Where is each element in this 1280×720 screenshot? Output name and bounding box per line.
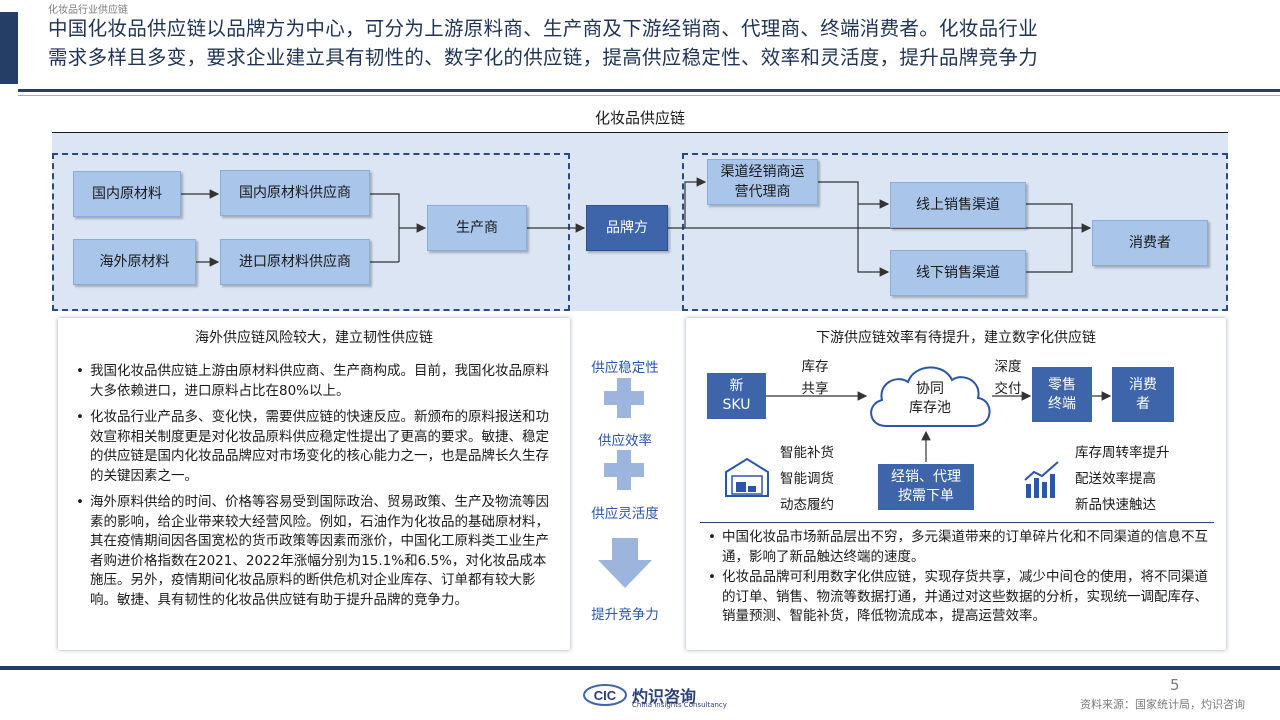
inventory-share-line-1: 库存 bbox=[801, 359, 829, 375]
page-number: 5 bbox=[1170, 676, 1180, 694]
retail-line-2: 终端 bbox=[1048, 395, 1076, 412]
node-channel-distributor: 渠道经销商运营代理商 bbox=[707, 159, 818, 205]
source-note: 资料来源：国家统计局，灼识咨询 bbox=[1080, 698, 1245, 711]
upstream-panel-title: 海外供应链风险较大，建立韧性供应链 bbox=[195, 330, 433, 346]
new-sku-line-1: 新 bbox=[729, 378, 744, 394]
upstream-bullet-3: •海外原料供给的时间、价格等容易受到国际政治、贸易政策、生产及物流等因素的影响，… bbox=[76, 494, 549, 608]
deep-delivery-line-2: 交付 bbox=[994, 381, 1022, 397]
upstream-bullet-2: •化妆品行业产品多、变化快，需要供应链的快速反应。新颁布的原料报送和功效宣称相关… bbox=[76, 409, 549, 484]
footer-rule bbox=[0, 666, 1280, 670]
downstream-bullet-1: •中国化妆品市场新品层出不穷，多元渠道带来的订单碎片化和不同渠道的信息不互通，影… bbox=[708, 529, 1208, 565]
inventory-pool-label: 协同库存池 bbox=[880, 380, 980, 418]
arrow-down-icon bbox=[598, 538, 652, 588]
kpi-item: 新品快速触达 bbox=[1075, 497, 1156, 513]
new-sku-line-2: SKU bbox=[722, 397, 751, 413]
node-online-channel: 线上销售渠道 bbox=[890, 182, 1026, 228]
downstream-bullet-2-text: 化妆品品牌可利用数字化供应链，实现存货共享，减少中间仓的使用，将不同渠道的订单、… bbox=[722, 569, 1208, 624]
arrow-brand-to-distributor bbox=[684, 177, 707, 228]
page-title: 中国化妆品供应链以品牌方为中心，可分为上游原料商、生产商及下游经销商、代理商、终… bbox=[48, 14, 1268, 72]
on-demand-order-box: 经销、代理按需下单 bbox=[878, 464, 974, 510]
header-rule-thin bbox=[18, 95, 1280, 96]
logo-name: 灼识咨询 bbox=[632, 687, 697, 706]
logo-subtitle: China Insights Consultancy bbox=[632, 701, 727, 709]
end-consumer-line-2: 者 bbox=[1136, 395, 1150, 412]
warehouse-icon bbox=[725, 457, 769, 497]
page-title-line-2: 需求多样且多变，要求企业建立具有韧性的、数字化的供应链，提高供应稳定性、效率和灵… bbox=[48, 46, 1039, 69]
label-supply-flexibility: 供应灵活度 bbox=[591, 506, 659, 522]
logo-mark: CIC bbox=[594, 688, 617, 703]
header-rule bbox=[18, 89, 1280, 92]
upstream-panel bbox=[58, 318, 570, 650]
downstream-group bbox=[682, 153, 1228, 311]
deep-delivery-line-1: 深度 bbox=[994, 359, 1022, 375]
end-consumer-line-1: 消费 bbox=[1129, 376, 1157, 393]
upstream-bullet-3-text: 海外原料供给的时间、价格等容易受到国际政治、贸易政策、生产及物流等因素的影响，给… bbox=[90, 494, 549, 608]
inventory-share-label: 库存共享 bbox=[795, 356, 835, 400]
diagram-title: 化妆品供应链 bbox=[594, 109, 685, 127]
on-demand-order-line-1: 经销、代理 bbox=[891, 469, 961, 485]
growth-chart-icon bbox=[1024, 461, 1059, 498]
panel-divider bbox=[700, 522, 1214, 523]
kpi-list: 库存周转率提升 配送效率提高 新品快速触达 bbox=[1075, 440, 1205, 518]
warehouse-item: 智能补货 bbox=[780, 445, 834, 461]
inventory-pool-line-2: 库存池 bbox=[909, 400, 951, 416]
plus-icon bbox=[604, 378, 644, 418]
arrow-distributor-to-online bbox=[818, 181, 890, 209]
inventory-share-line-2: 共享 bbox=[801, 381, 829, 397]
end-consumer-box: 消费者 bbox=[1112, 367, 1174, 422]
section-label: 化妆品行业供应链 bbox=[48, 5, 128, 16]
arrow-suppliers-to-producer bbox=[370, 193, 425, 263]
node-brand: 品牌方 bbox=[586, 205, 668, 251]
upstream-bullet-1-text: 我国化妆品供应链上游由原材料供应商、生产商构成。目前，我国化妆品原料大多依赖进口… bbox=[90, 363, 549, 399]
upstream-group bbox=[52, 153, 570, 311]
downstream-bullet-1-text: 中国化妆品市场新品层出不穷，多元渠道带来的订单碎片化和不同渠道的信息不互通，影响… bbox=[722, 529, 1208, 565]
new-sku-box: 新 SKU bbox=[707, 373, 766, 419]
deep-delivery-label: 深度交付 bbox=[988, 356, 1028, 400]
cloud-icon bbox=[870, 366, 991, 427]
inventory-pool-line-1: 协同 bbox=[916, 381, 944, 397]
node-domestic-supplier: 国内原材料供应商 bbox=[220, 170, 370, 216]
retail-terminal-box: 零售终端 bbox=[1032, 367, 1092, 422]
downstream-bullet-2: •化妆品品牌可利用数字化供应链，实现存货共享，减少中间仓的使用，将不同渠道的订单… bbox=[708, 569, 1208, 624]
on-demand-order-line-2: 按需下单 bbox=[898, 488, 954, 504]
retail-line-1: 零售 bbox=[1048, 376, 1076, 393]
page-title-line-1: 中国化妆品供应链以品牌方为中心，可分为上游原料商、生产商及下游经销商、代理商、终… bbox=[48, 17, 1039, 40]
plus-icon bbox=[604, 450, 644, 490]
node-producer: 生产商 bbox=[427, 205, 527, 251]
kpi-item: 库存周转率提升 bbox=[1075, 445, 1170, 461]
warehouse-item: 动态履约 bbox=[780, 497, 834, 513]
label-supply-efficiency: 供应效率 bbox=[598, 433, 652, 449]
kpi-item: 配送效率提高 bbox=[1075, 471, 1156, 487]
warehouse-functions: 智能补货 智能调货 动态履约 bbox=[780, 440, 860, 518]
warehouse-item: 智能调货 bbox=[780, 471, 834, 487]
upstream-bullet-2-text: 化妆品行业产品多、变化快，需要供应链的快速反应。新颁布的原料报送和功效宣称相关制… bbox=[90, 409, 549, 484]
upstream-bullet-1: •我国化妆品供应链上游由原材料供应商、生产商构成。目前，我国化妆品原料大多依赖进… bbox=[76, 363, 549, 399]
node-offline-channel: 线下销售渠道 bbox=[890, 250, 1026, 296]
cic-logo-icon: CIC bbox=[583, 684, 627, 706]
node-overseas-material: 海外原材料 bbox=[73, 239, 196, 285]
node-import-supplier: 进口原材料供应商 bbox=[220, 239, 370, 285]
label-competitiveness: 提升竞争力 bbox=[591, 607, 659, 623]
diagram-title-rule bbox=[52, 132, 1228, 133]
node-domestic-material: 国内原材料 bbox=[73, 171, 181, 217]
node-consumer: 消费者 bbox=[1092, 220, 1208, 266]
arrow-channels-to-consumer bbox=[1026, 203, 1073, 273]
arrow-split-offline bbox=[857, 204, 890, 277]
label-supply-stability: 供应稳定性 bbox=[591, 360, 659, 376]
downstream-panel-title: 下游供应链效率有待提升，建立数字化供应链 bbox=[816, 330, 1096, 346]
header-accent-bar bbox=[0, 12, 18, 84]
